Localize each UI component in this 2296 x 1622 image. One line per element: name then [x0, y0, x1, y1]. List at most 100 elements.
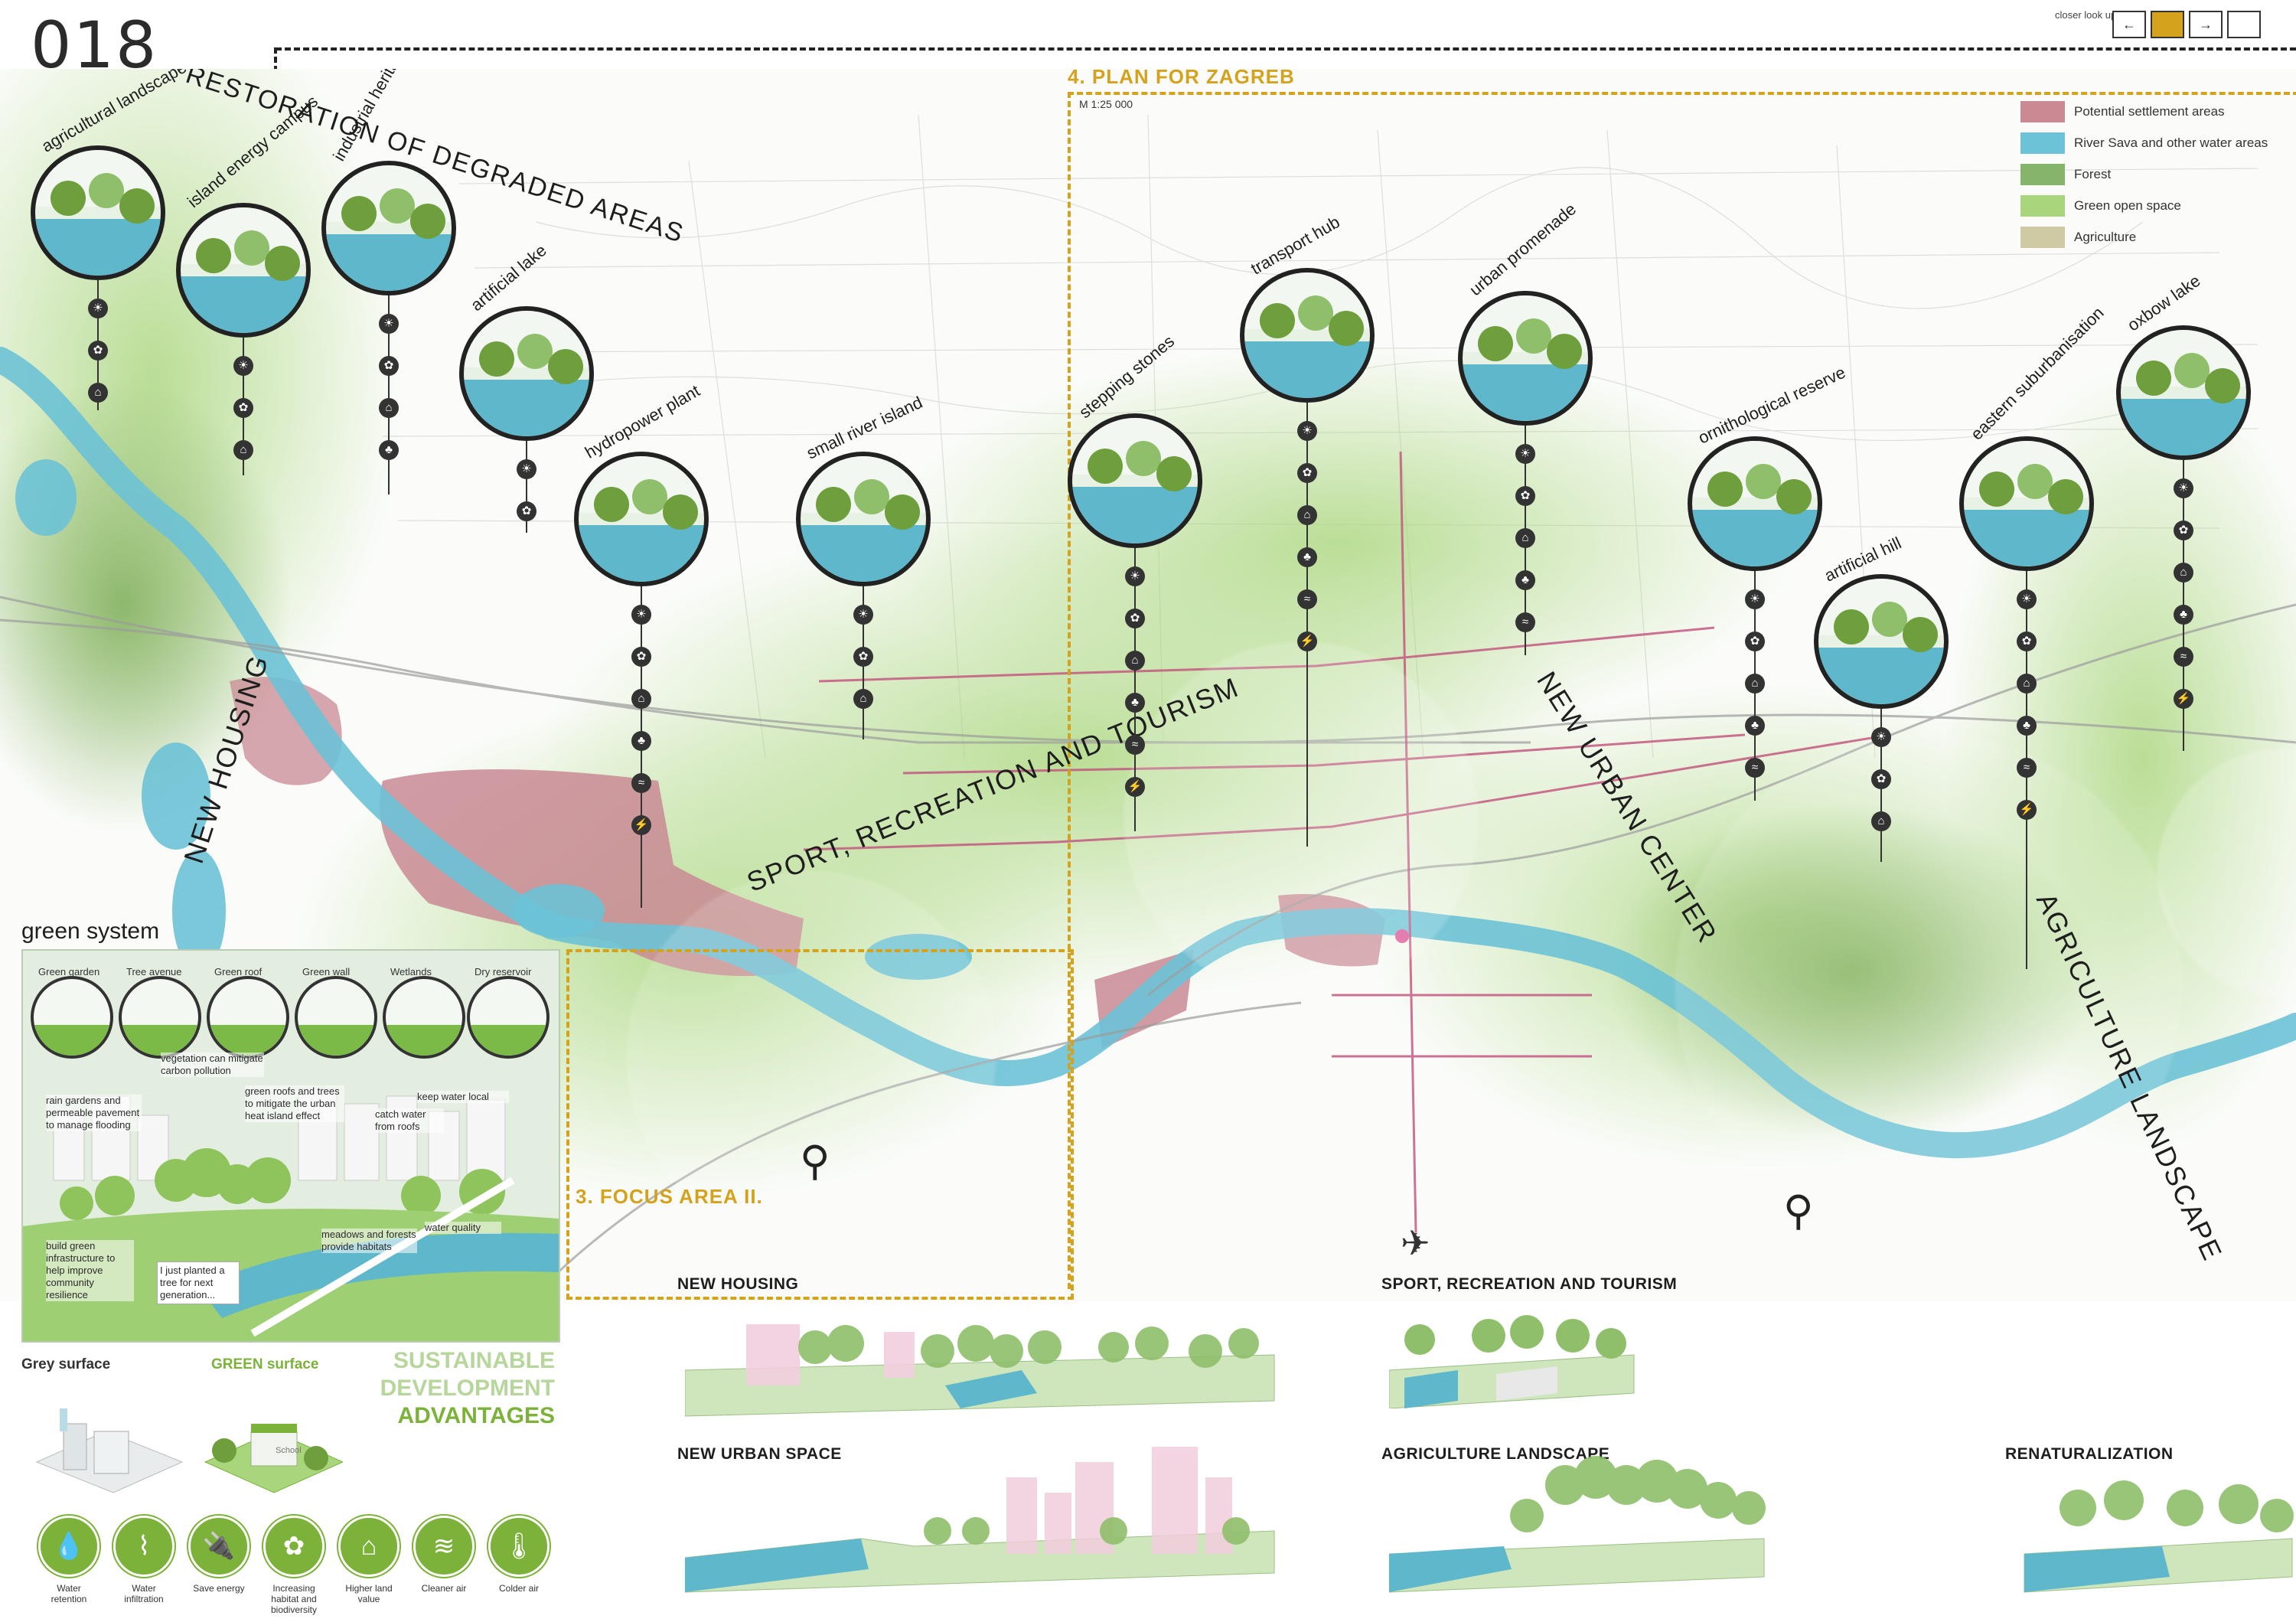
feature-icon: ✿: [853, 647, 873, 667]
feature-icon: ⌂: [379, 398, 399, 418]
inset-circle-small-river-island[interactable]: [796, 452, 931, 586]
feature-icon: ≈: [1745, 758, 1765, 778]
green-type-green-garden[interactable]: [31, 976, 113, 1059]
green-type-green-wall[interactable]: [295, 976, 377, 1059]
inset-circle-agricultural-landscape[interactable]: [31, 145, 165, 280]
plan-frame: [1068, 92, 2296, 1289]
advantage-icon: 💧: [38, 1516, 99, 1577]
sustainable-development-title: SUSTAINABLE DEVELOPMENT ADVANTAGES: [360, 1347, 555, 1430]
feature-icon: ⌂: [853, 689, 873, 709]
legend-label: Potential settlement areas: [2074, 103, 2225, 119]
legend-item: Agriculture: [2020, 221, 2268, 253]
feature-icon: ♣: [2017, 716, 2037, 736]
inset-pointer-line: [388, 295, 390, 494]
feature-icon: ☀: [233, 356, 253, 376]
legend-label: River Sava and other water areas: [2074, 135, 2268, 150]
feature-icon: ⌂: [1871, 811, 1891, 831]
inset-circle-urban-promenade[interactable]: [1458, 291, 1593, 426]
inset-circle-artificial-lake[interactable]: [459, 306, 594, 441]
feature-icon: ☀: [88, 299, 108, 318]
header-divider-step: [274, 47, 277, 72]
settlement-area-west: [380, 769, 804, 976]
feature-icon: ⌂: [88, 383, 108, 403]
feature-icon: ≈: [2174, 647, 2193, 667]
prev-page-button[interactable]: ←: [2112, 11, 2146, 38]
sda-line-3: ADVANTAGES: [397, 1403, 555, 1428]
feature-icon: ♣: [1125, 693, 1145, 713]
airport-icon: ✈: [1401, 1222, 1430, 1264]
green-type-wetlands[interactable]: [383, 976, 465, 1059]
section-agriculture: [1389, 1456, 1766, 1593]
legend-item: Potential settlement areas: [2020, 96, 2268, 127]
section-title-sport: SPORT, RECREATION AND TOURISM: [1381, 1275, 1678, 1293]
feature-icon: ≈: [631, 773, 651, 793]
note-meadows: meadows and forests provide habitats: [321, 1229, 417, 1253]
feature-icon: ☀: [853, 605, 873, 625]
inset-circle-artificial-hill[interactable]: [1814, 574, 1949, 709]
inset-circle-transport-hub[interactable]: [1240, 268, 1375, 403]
page-placeholder-button[interactable]: [2227, 11, 2261, 38]
school-sign: School: [276, 1446, 302, 1455]
svg-text:⚲: ⚲: [1783, 1186, 1814, 1235]
arrow-left-icon: ←: [2122, 17, 2136, 32]
feature-icon: ✿: [233, 398, 253, 418]
advantage-item: 💧Water retention: [38, 1516, 99, 1604]
green-surface-title: GREEN surface: [211, 1356, 319, 1372]
feature-icon: ♣: [1745, 716, 1765, 736]
green-type-tree-avenue[interactable]: [119, 976, 201, 1059]
green-type-green-roof[interactable]: [207, 976, 289, 1059]
inset-circle-stepping-stones[interactable]: [1068, 413, 1202, 548]
inset-pointer-line: [526, 441, 527, 533]
advantage-icon: ⌂: [338, 1516, 400, 1577]
note-keep-water: keep water local: [417, 1091, 509, 1103]
map-scale: M 1:25 000: [1079, 98, 1133, 110]
inset-circle-oxbow-lake[interactable]: [2116, 325, 2251, 460]
legend-label: Forest: [2074, 166, 2112, 181]
section-new-urban-space: [685, 1447, 1275, 1593]
section-title-agriculture: AGRICULTURE LANDSCAPE: [1381, 1445, 1610, 1463]
feature-icon: ✿: [1125, 609, 1145, 628]
legend-label: Agriculture: [2074, 229, 2137, 244]
city-centre-marker: [1395, 929, 1409, 943]
feature-icon: ♣: [379, 440, 399, 460]
inset-circle-hydropower-plant[interactable]: [574, 452, 709, 586]
advantage-item: ✿Increasing habitat and biodiversity: [263, 1516, 325, 1615]
advantage-label: Cleaner air: [421, 1583, 467, 1594]
feature-icon: ⌂: [1745, 674, 1765, 694]
section-title-renaturalization: RENATURALIZATION: [2005, 1445, 2174, 1463]
feature-icon: ♣: [1297, 547, 1317, 567]
advantage-item: 🌡Colder air: [488, 1516, 550, 1594]
svg-text:⚲: ⚲: [800, 1137, 830, 1185]
advantage-item: ≋Cleaner air: [413, 1516, 475, 1594]
inset-circle-island-energy-campus[interactable]: [176, 203, 311, 338]
green-type-dry-reservoir[interactable]: [467, 976, 550, 1059]
note-resilience: build green infrastructure to help impro…: [46, 1240, 134, 1301]
inset-circle-industrial-heritage[interactable]: [321, 161, 456, 295]
advantage-icon: 🔌: [188, 1516, 249, 1577]
note-water-quality: water quality: [425, 1222, 501, 1234]
current-page-indicator[interactable]: [2151, 11, 2184, 38]
feature-icon: ☀: [1745, 589, 1765, 609]
inset-circle-eastern-suburbanisation[interactable]: [1959, 436, 2094, 571]
green-type-label: Tree avenue: [126, 966, 182, 977]
green-type-label: Wetlands: [390, 966, 432, 977]
advantage-label: Increasing habitat and biodiversity: [270, 1583, 318, 1615]
feature-icon: ⌂: [2174, 563, 2193, 583]
sda-line-1: SUSTAINABLE: [393, 1348, 555, 1373]
feature-icon: ☀: [1297, 421, 1317, 441]
green-type-label: Green wall: [302, 966, 351, 977]
feature-icon: ⌂: [1125, 651, 1145, 671]
advantage-label: Save energy: [193, 1583, 245, 1594]
section-new-housing: [685, 1324, 1275, 1417]
feature-icon: ✿: [2017, 632, 2037, 651]
inset-circle-ornithological-reserve[interactable]: [1688, 436, 1822, 571]
advantage-item: ⌂Higher land value: [338, 1516, 400, 1604]
inset-pointer-line: [1306, 403, 1308, 847]
next-page-button[interactable]: →: [2189, 11, 2223, 38]
feature-icon: ☀: [1125, 566, 1145, 586]
legend-swatch: [2020, 100, 2065, 122]
feature-icon: ⚡: [2174, 689, 2193, 709]
section-renaturalization: [2024, 1480, 2294, 1593]
feature-icon: ✿: [1745, 632, 1765, 651]
